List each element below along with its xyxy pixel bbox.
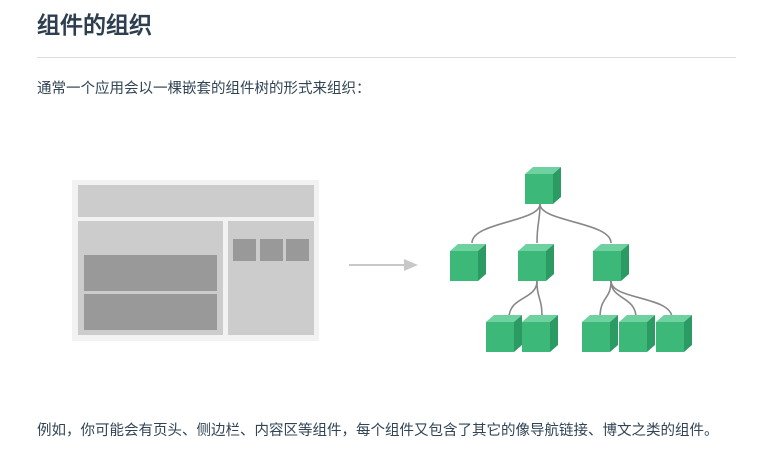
- layout-main-item-1: [84, 255, 217, 291]
- layout-sidebar-block: [228, 221, 314, 335]
- connector-sidebar-child-2: [610, 280, 637, 319]
- cube-top: [486, 315, 522, 322]
- tree-node-root: [525, 167, 561, 204]
- connector-main-child-2: [536, 280, 543, 319]
- cube-side: [550, 315, 558, 352]
- detail-paragraph: 例如，你可能会有页头、侧边栏、内容区等组件，每个组件又包含了其它的像导航链接、博…: [37, 423, 719, 439]
- right-arrow-icon: [349, 259, 418, 271]
- tree-node-header: [450, 244, 486, 281]
- cube-top: [522, 315, 558, 322]
- layout-main-item-2: [84, 294, 217, 330]
- arrow-head: [404, 259, 418, 271]
- cube-side: [610, 315, 618, 352]
- tree-nodes: [450, 167, 692, 352]
- cube-front: [582, 322, 610, 352]
- tree-node-main-child-1: [486, 315, 522, 352]
- cube-top: [593, 244, 629, 251]
- layout-sidebar-item-1: [233, 239, 256, 261]
- title-divider: [37, 57, 736, 58]
- cube-top: [619, 315, 655, 322]
- cube-side: [621, 244, 629, 281]
- cube-side: [553, 167, 561, 204]
- cube-top: [450, 244, 486, 251]
- tree-node-main-child-2: [522, 315, 558, 352]
- page-layout-wireframe: [72, 180, 319, 341]
- tree-node-sidebar-child-1: [582, 315, 618, 352]
- cube-top: [518, 244, 554, 251]
- cube-front: [486, 322, 514, 352]
- connector-main-child-1: [508, 280, 538, 319]
- cube-side: [478, 244, 486, 281]
- diagram-canvas: [72, 167, 692, 352]
- cube-front: [593, 251, 621, 281]
- connector-sidebar-child-3: [610, 280, 673, 319]
- layout-header-block: [78, 185, 314, 217]
- tree-node-sidebar: [593, 244, 629, 281]
- cube-side: [684, 315, 692, 352]
- cube-top: [656, 315, 692, 322]
- cube-front: [525, 174, 553, 204]
- layout-sidebar-item-2: [260, 239, 283, 261]
- component-tree-diagram: [60, 160, 720, 360]
- cube-front: [619, 322, 647, 352]
- cube-front: [518, 251, 546, 281]
- cube-front: [522, 322, 550, 352]
- intro-paragraph: 通常一个应用会以一棵嵌套的组件树的形式来组织：: [37, 81, 371, 97]
- layout-sidebar-item-3: [286, 239, 309, 261]
- cube-top: [525, 167, 561, 174]
- connector-root-sidebar: [539, 203, 612, 244]
- tree-node-main: [518, 244, 554, 281]
- tree-connectors: [471, 203, 673, 319]
- cube-top: [582, 315, 618, 322]
- connector-root-main: [536, 203, 541, 244]
- cube-side: [514, 315, 522, 352]
- cube-side: [546, 244, 554, 281]
- tree-node-sidebar-child-3: [656, 315, 692, 352]
- connector-sidebar-child-1: [599, 280, 612, 319]
- cube-side: [647, 315, 655, 352]
- page-title: 组件的组织: [37, 13, 152, 39]
- cube-front: [656, 322, 684, 352]
- cube-front: [450, 251, 478, 281]
- connector-root-header: [471, 203, 541, 244]
- tree-node-sidebar-child-2: [619, 315, 655, 352]
